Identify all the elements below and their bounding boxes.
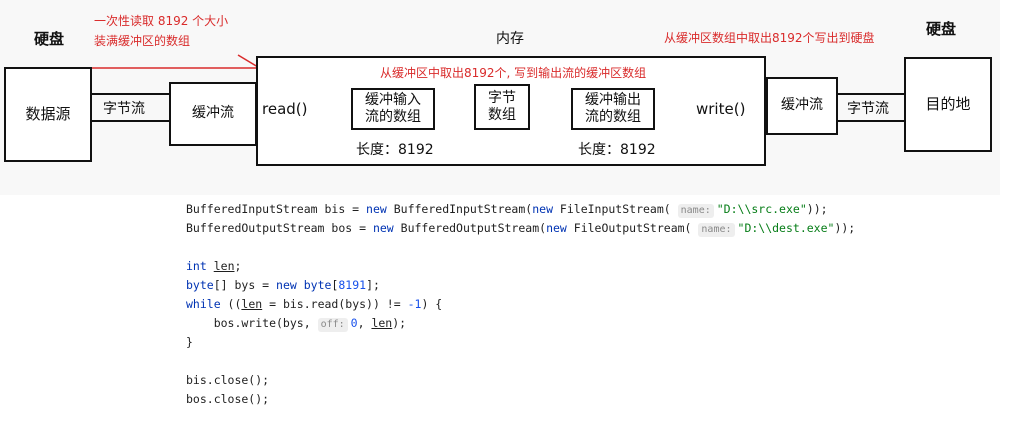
input-buffer-line2: 流的数组: [365, 109, 421, 125]
byte-stream-right: 字节流: [847, 101, 889, 117]
code-line: BufferedOutputStream bos = new BufferedO…: [186, 221, 856, 237]
code-blank-line: [186, 238, 855, 257]
length-right: 长度：8192: [578, 142, 656, 158]
code-line: int len;: [186, 259, 242, 273]
code-blank-line: [186, 352, 855, 371]
buffer-stream-right-box: 缓冲流: [766, 77, 838, 135]
read-call: read(): [262, 100, 308, 118]
byte-stream-left: 字节流: [103, 101, 145, 117]
code-line: bos.close();: [186, 392, 270, 406]
read-note-line2: 装满缓冲区的数组: [94, 34, 191, 48]
destination-box: 目的地: [904, 57, 992, 152]
param-hint: off:: [317, 318, 348, 332]
code-block: BufferedInputStream bis = new BufferedIn…: [186, 200, 855, 409]
code-line: BufferedInputStream bis = new BufferedIn…: [186, 202, 828, 218]
read-note-line1: 一次性读取 8192 个大小: [94, 14, 229, 28]
memory-title: 内存: [496, 31, 524, 47]
write-call: write(): [696, 100, 746, 118]
code-line: bis.close();: [186, 373, 270, 387]
data-source-box: 数据源: [4, 67, 92, 162]
write-note: 从缓冲区数组中取出8192个写出到硬盘: [664, 31, 875, 45]
left-disk-title: 硬盘: [34, 30, 65, 48]
output-buffer-line1: 缓冲输出: [585, 91, 641, 108]
length-left: 长度：8192: [356, 142, 434, 158]
param-hint: name:: [677, 204, 714, 218]
param-hint: name:: [698, 223, 735, 237]
output-buffer-line2: 流的数组: [585, 109, 641, 125]
input-buffer-array-box: 缓冲输入流的数组: [351, 88, 435, 130]
input-buffer-line1: 缓冲输入: [365, 91, 421, 108]
byte-array-line1: 字节: [488, 89, 516, 106]
read-note-arrow-head: [237, 54, 259, 68]
code-line: byte[] bys = new byte[8191];: [186, 278, 380, 292]
buffer-stream-left-box: 缓冲流: [169, 82, 257, 146]
right-disk-title: 硬盘: [926, 20, 957, 38]
code-line: while ((len = bis.read(bys)) != -1) {: [186, 297, 443, 311]
byte-array-box: 字节数组: [474, 84, 530, 130]
code-line: bos.write(bys, off:0, len);: [186, 316, 407, 332]
output-buffer-array-box: 缓冲输出流的数组: [571, 88, 655, 130]
byte-array-line2: 数组: [488, 107, 516, 123]
transfer-note: 从缓冲区中取出8192个, 写到输出流的缓冲区数组: [380, 66, 647, 80]
code-line: }: [186, 335, 193, 349]
